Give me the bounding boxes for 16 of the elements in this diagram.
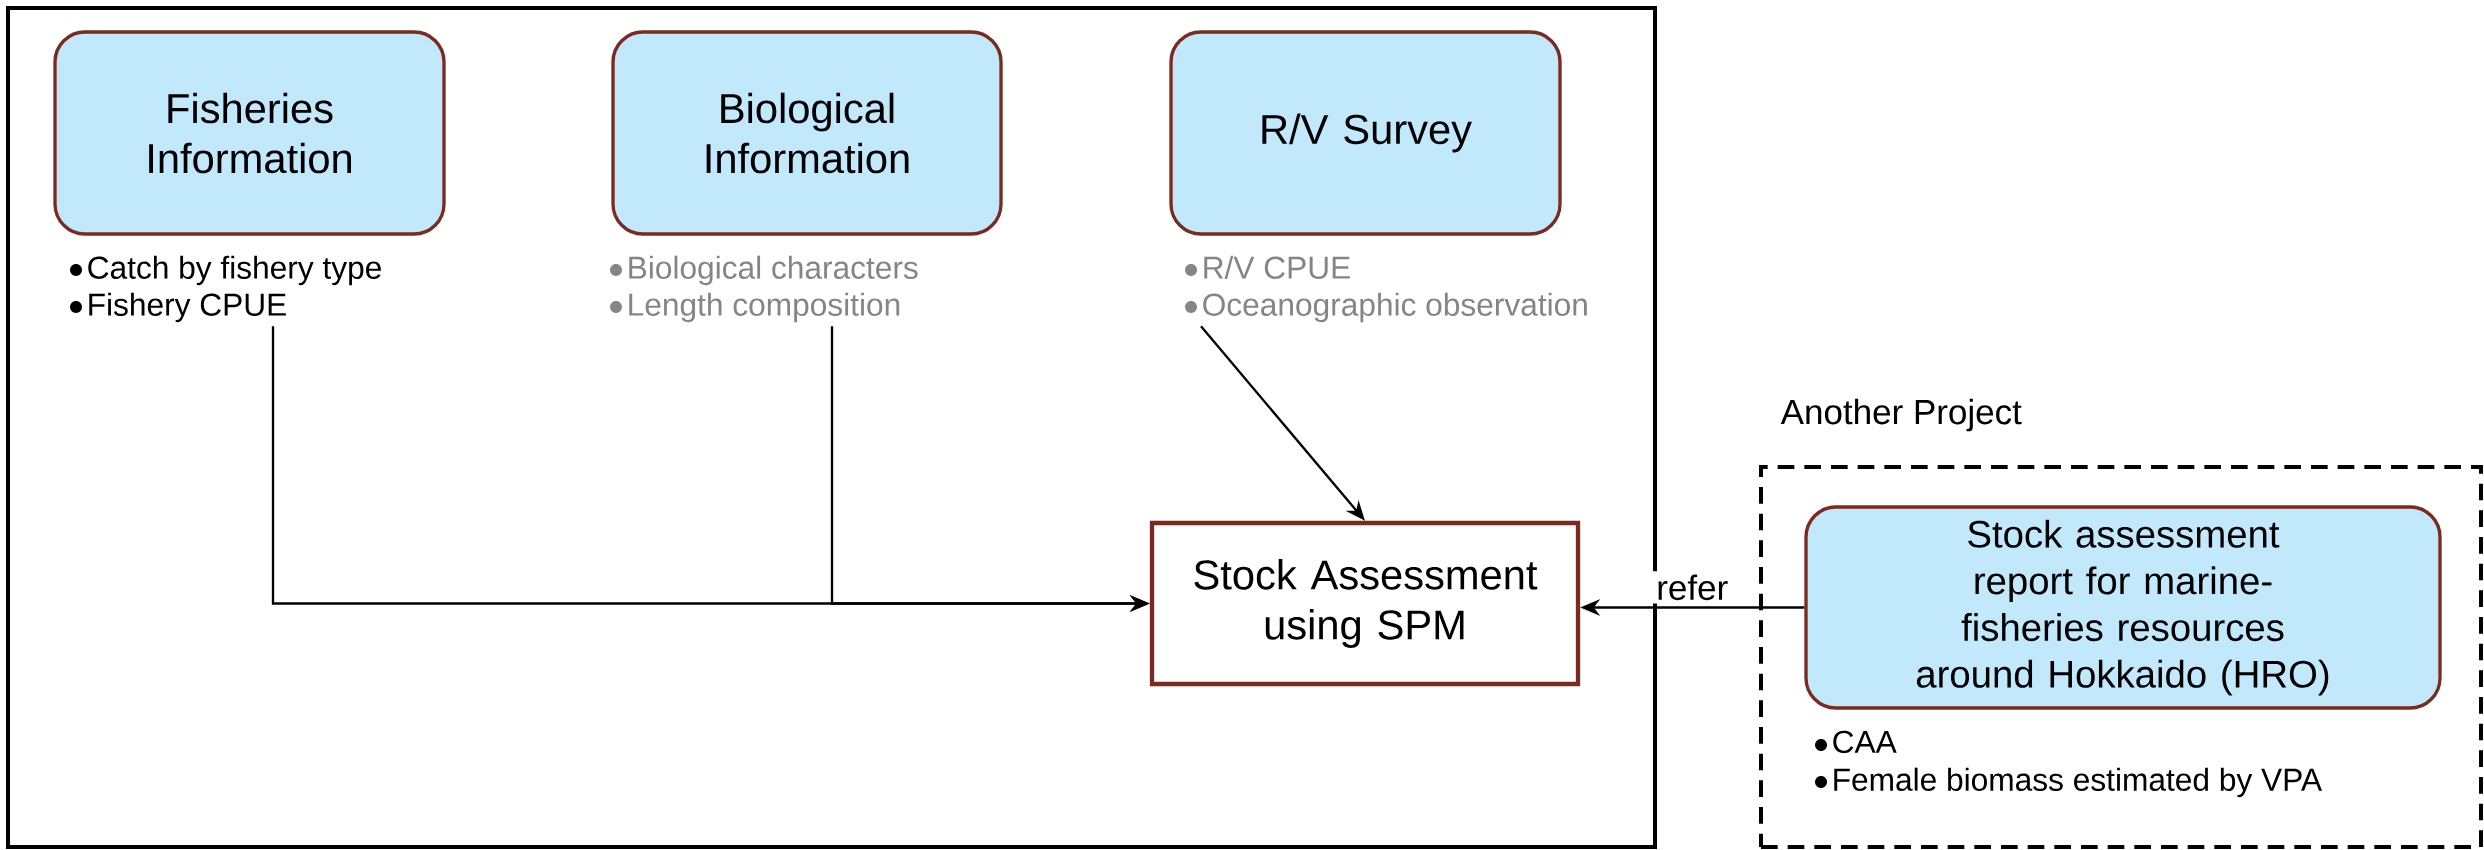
bullet-item: R/V CPUE — [1185, 255, 1350, 279]
bullet-item: CAA — [1815, 730, 1897, 754]
rounded-box: Biological Information — [611, 30, 1003, 236]
frame-box — [6, 6, 1657, 849]
edge-label: refer — [1652, 571, 1732, 604]
bullet-item: Biological characters — [610, 255, 918, 286]
bullet-item: Female biomass estimated by VPA — [1815, 767, 2323, 798]
rounded-box: Fisheries Information — [53, 30, 446, 236]
bullet-item: Oceanographic observation — [1185, 292, 1587, 323]
bullet-item: Catch by fishery type — [70, 255, 381, 286]
rounded-box: R/V Survey — [1169, 30, 1562, 236]
group-heading: Another Project — [1780, 398, 2022, 432]
rounded-box: Stock assessment report for marine-fisheries resources around Hokkaido (HRO) — [1804, 505, 2442, 710]
bullet-item: Fishery CPUE — [70, 292, 286, 323]
process-box: Stock Assessment using SPM — [1149, 520, 1581, 687]
bullet-item: Length composition — [610, 292, 900, 323]
